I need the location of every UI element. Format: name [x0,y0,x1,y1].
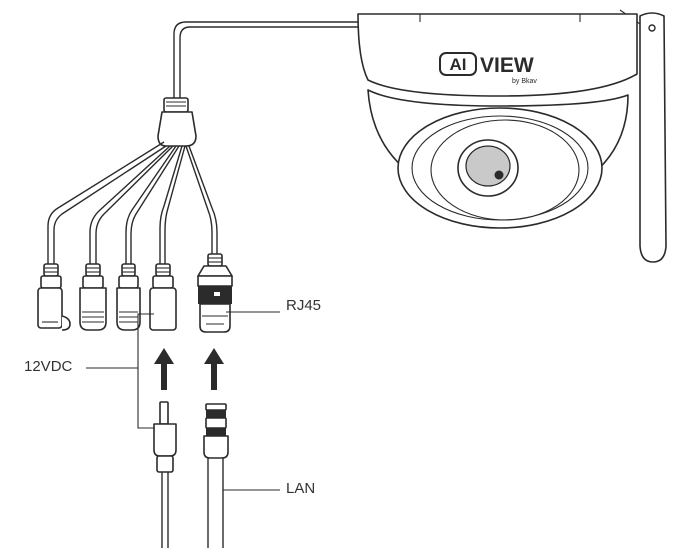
power-label: 12VDC [24,358,73,375]
dome-camera-icon: AI VIEW by Bkav [357,13,638,229]
arrow-up-icon [204,348,224,390]
branch-wires [47,141,218,264]
rj45-connector-icon [197,253,233,333]
ethernet-plug-icon [203,403,229,548]
arrow-up-icon [154,348,174,390]
main-cable [173,21,358,98]
power-leader-line [86,313,154,369]
logo-right-text: VIEW [480,54,534,77]
lan-label: LAN [286,480,315,497]
logo-sub-text: by Bkav [512,78,537,85]
bnc-connector-icon [116,263,141,331]
dc-power-socket-icon [149,263,177,331]
brand-logo: AI VIEW by Bkav [439,52,537,85]
logo-left-text: AI [450,55,467,74]
rj45-label: RJ45 [286,297,321,314]
dc-plug-icon [153,401,177,548]
dc-jack-icon [37,263,71,331]
bnc-connector-icon [79,263,107,331]
cable-splitter [157,97,197,147]
